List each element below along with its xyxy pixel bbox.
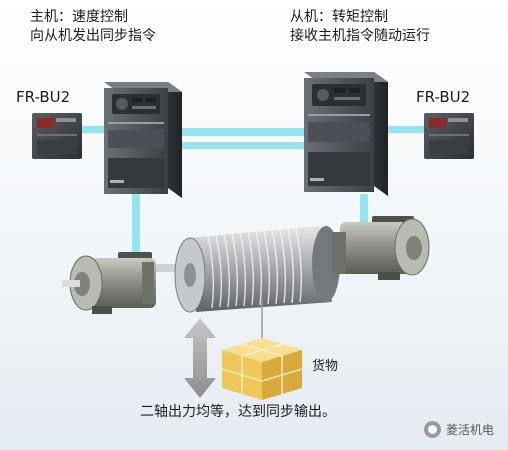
link-master-slave (182, 128, 304, 136)
watermark: 菱活机电 (423, 421, 494, 438)
brake-unit-left (32, 113, 82, 159)
link-slave-motor (360, 194, 368, 222)
slave-subtitle: 接收主机指令随动运行 (290, 27, 430, 44)
link-master-slave-lower (182, 142, 304, 149)
slave-inverter (304, 72, 388, 196)
output-note: 二轴出力均等，达到同步输出。 (140, 404, 336, 420)
brake-unit-right (424, 113, 474, 159)
connection-links (82, 126, 424, 256)
watermark-text: 菱活机电 (445, 423, 494, 437)
winding-drum (174, 226, 340, 338)
cargo-label: 货物 (312, 359, 339, 374)
up-down-arrow-icon (184, 318, 216, 398)
master-title: 主机：速度控制 (30, 9, 128, 25)
wechat-icon (423, 421, 441, 438)
link-bu-left (82, 126, 106, 133)
master-description: 主机：速度控制 向从机发出同步指令 (30, 8, 156, 46)
brake-unit-left-label: FR-BU2 (16, 88, 71, 106)
master-subtitle: 向从机发出同步指令 (30, 27, 156, 44)
slave-title: 从机：转矩控制 (290, 9, 388, 25)
link-master-motor (132, 194, 140, 256)
link-bu-right (388, 126, 424, 133)
slave-description: 从机：转矩控制 接收主机指令随动运行 (290, 8, 430, 46)
master-motor (62, 252, 156, 314)
slave-motor (332, 216, 430, 280)
brake-unit-right-label: FR-BU2 (416, 88, 471, 106)
cargo-box (221, 338, 303, 400)
master-inverter (104, 82, 182, 198)
